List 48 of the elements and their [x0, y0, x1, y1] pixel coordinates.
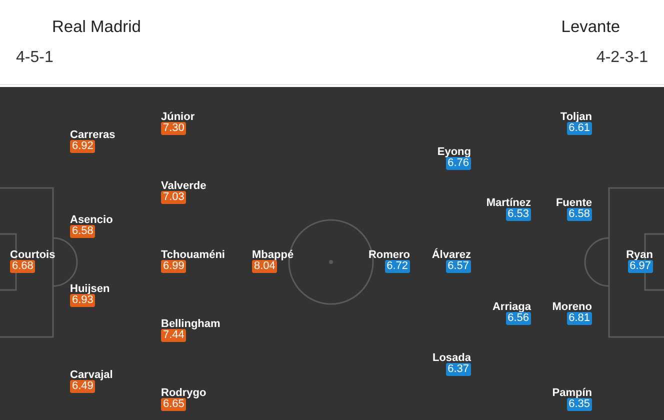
rating-badge: 6.57: [446, 260, 471, 273]
player-name: Ryan: [626, 248, 653, 261]
player-name: Valverde: [161, 179, 206, 192]
formation: 4-2-3-1: [596, 48, 648, 68]
player-name: Tchouaméni: [161, 248, 225, 261]
team-name: Real Madrid: [52, 17, 141, 37]
rating-badge: 6.81: [566, 312, 592, 325]
player-name: Carreras: [70, 128, 116, 141]
rating-badge: 7.44: [161, 329, 186, 342]
rating-badge: 6.99: [161, 260, 186, 273]
rating-badge: 6.93: [70, 294, 96, 307]
rating-badge: 6.68: [10, 260, 36, 273]
player-name: Rodrygo: [161, 386, 206, 399]
rating-badge: 6.35: [566, 398, 592, 411]
player-name: Toljan: [560, 110, 592, 123]
player-name: Álvarez: [432, 248, 471, 261]
player-name: Carvajal: [70, 368, 113, 381]
player-name: Moreno: [552, 300, 592, 313]
player-name: Fuente: [556, 196, 592, 209]
player-name: Romero: [368, 248, 410, 261]
rating-badge: 6.92: [70, 140, 96, 153]
rating-badge: 6.58: [70, 225, 96, 238]
rating-badge: 6.49: [70, 380, 96, 393]
player-name: Losada: [432, 351, 471, 364]
player-name: Arriaga: [492, 300, 531, 313]
rating-badge: 6.58: [566, 208, 592, 221]
rating-badge: 6.53: [506, 208, 531, 221]
player-name: Courtois: [10, 248, 56, 261]
rating-badge: 7.30: [161, 122, 186, 135]
rating-badge: 7.03: [161, 191, 186, 204]
rating-badge: 6.97: [628, 260, 653, 273]
rating-badge: 6.65: [161, 398, 186, 411]
player-name: Júnior: [161, 110, 195, 123]
rating-badge: 6.72: [384, 260, 410, 273]
player-name: Martínez: [486, 196, 531, 209]
player-name: Asencio: [70, 213, 113, 226]
player-name: Mbappé: [252, 248, 294, 261]
rating-badge: 6.37: [446, 363, 471, 376]
player-name: Eyong: [437, 145, 471, 158]
player-name: Huijsen: [70, 282, 110, 295]
rating-badge: 6.76: [446, 157, 471, 170]
player-name: Pampín: [552, 386, 592, 399]
team-name: Levante: [561, 17, 620, 37]
player-name: Bellingham: [161, 317, 220, 330]
rating-badge: 6.61: [566, 122, 592, 135]
formation: 4-5-1: [16, 48, 54, 68]
rating-badge: 6.56: [506, 312, 531, 325]
rating-badge: 8.04: [252, 260, 278, 273]
